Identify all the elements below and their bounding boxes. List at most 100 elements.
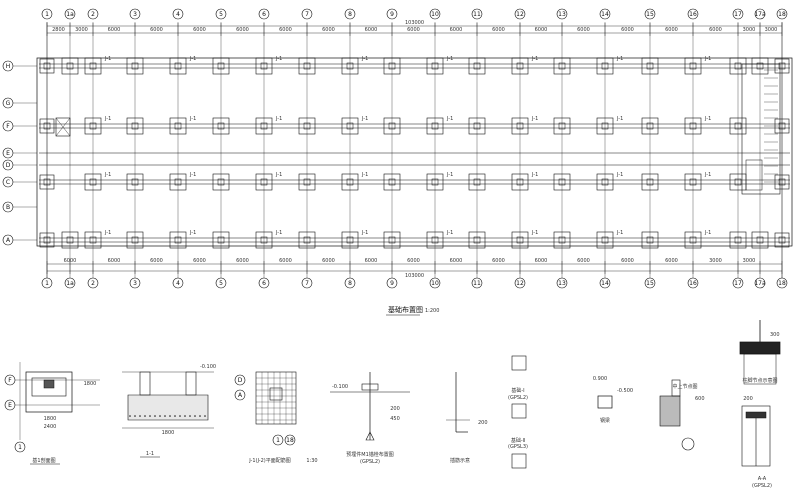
column-pedestal (346, 178, 354, 186)
column-pedestal (558, 178, 566, 186)
stair-core (55, 63, 781, 195)
axis-label: 13 (558, 280, 566, 287)
footing (341, 57, 359, 75)
footing (684, 231, 702, 249)
axis-label: 5 (219, 280, 223, 287)
dimension-text: 2400 (44, 424, 57, 430)
dimension-text: 6000 (577, 27, 590, 33)
dimension-text: 200 (743, 396, 753, 402)
column-pedestal (89, 178, 97, 186)
column-pedestal (516, 178, 524, 186)
footing (39, 174, 55, 190)
rebar-dot (144, 415, 146, 417)
dimension-text: 6000 (577, 258, 590, 264)
column-pedestal (734, 236, 742, 244)
rebar-dot (134, 415, 136, 417)
footing (39, 232, 55, 248)
elevation-text: 0.900 (593, 376, 607, 382)
column-pedestal (473, 236, 481, 244)
column-pedestal (346, 236, 354, 244)
footing-tag: J-1 (104, 230, 111, 236)
footing (596, 117, 614, 135)
axis-label: 2 (91, 11, 95, 18)
column-pedestal (601, 62, 609, 70)
rebar-dot (159, 415, 161, 417)
column-pedestal (217, 236, 225, 244)
footing (255, 231, 273, 249)
axis-label: D (238, 377, 243, 384)
footing (169, 117, 187, 135)
wall-left (139, 371, 151, 396)
wall-right (185, 371, 197, 396)
axis-bubble (471, 277, 483, 289)
footing-tag: J-1 (275, 56, 282, 62)
detail-title: 基1剖面图 (32, 457, 55, 464)
rebar-dot (149, 415, 151, 417)
axis-bubble (172, 8, 184, 20)
column-pedestal (756, 236, 764, 244)
column-pedestal (346, 62, 354, 70)
column-pedestal (689, 122, 697, 130)
column-pedestal (217, 62, 225, 70)
column-pedestal (601, 122, 609, 130)
axis-label: 3 (133, 11, 137, 18)
elevation-text: -0.100 (332, 384, 348, 390)
footing (383, 173, 401, 191)
column-pedestal (734, 122, 742, 130)
dimension-text: 200 (390, 406, 400, 412)
axis-label: 1 (45, 280, 49, 287)
axis-label: C (6, 179, 10, 186)
dimension-text: 2800 (52, 27, 65, 33)
axis-label: 16 (689, 280, 697, 287)
detail-title: 钢梁 (600, 417, 610, 424)
axis-bubble (754, 8, 766, 20)
footing (84, 57, 102, 75)
joint-block (659, 395, 681, 427)
column-pedestal (260, 122, 268, 130)
footing (169, 231, 187, 249)
axis-bubble (471, 8, 483, 20)
axis-label: 7 (305, 11, 309, 18)
column-pedestal (778, 236, 786, 244)
footing (61, 231, 79, 249)
note-item: (GPSL2) (508, 395, 528, 401)
column-pedestal (689, 62, 697, 70)
footing-tag: J-1 (189, 56, 196, 62)
axis-bubble (258, 277, 270, 289)
axis-label: 17 (734, 11, 742, 18)
footing (774, 232, 790, 248)
joint-post (671, 379, 681, 397)
footing (298, 231, 316, 249)
base-plate (739, 341, 781, 355)
footing-tag: J-1 (704, 230, 711, 236)
rebar-dot (169, 415, 171, 417)
axis-label: 15 (646, 11, 654, 18)
dimension-text: 6000 (365, 258, 378, 264)
column-pedestal (431, 122, 439, 130)
dimension-text: 6000 (665, 27, 678, 33)
axis-bubble (284, 434, 296, 446)
footing (751, 231, 769, 249)
elevation-text: -0.100 (200, 364, 216, 370)
overall-dimension: 103000 (405, 20, 424, 26)
detail-scale: 1:30 (306, 458, 317, 464)
footing-tag: J-1 (361, 172, 368, 178)
footing (341, 173, 359, 191)
column-pedestal (388, 122, 396, 130)
dimension-text: 6000 (150, 27, 163, 33)
dimension-text: 6000 (450, 27, 463, 33)
footing-tag: J-1 (616, 56, 623, 62)
note-item: (GPSL3) (508, 444, 528, 450)
dimension-text: 3000 (75, 27, 88, 33)
dimension-text: 1800 (44, 416, 57, 422)
column-pedestal (431, 178, 439, 186)
dimension-text: 3000 (743, 27, 756, 33)
dimension-text: 3000 (743, 258, 756, 264)
elevation-text: -0.500 (617, 388, 633, 394)
footing (729, 117, 747, 135)
footing-slab (127, 394, 209, 421)
footing (751, 57, 769, 75)
footing (383, 231, 401, 249)
